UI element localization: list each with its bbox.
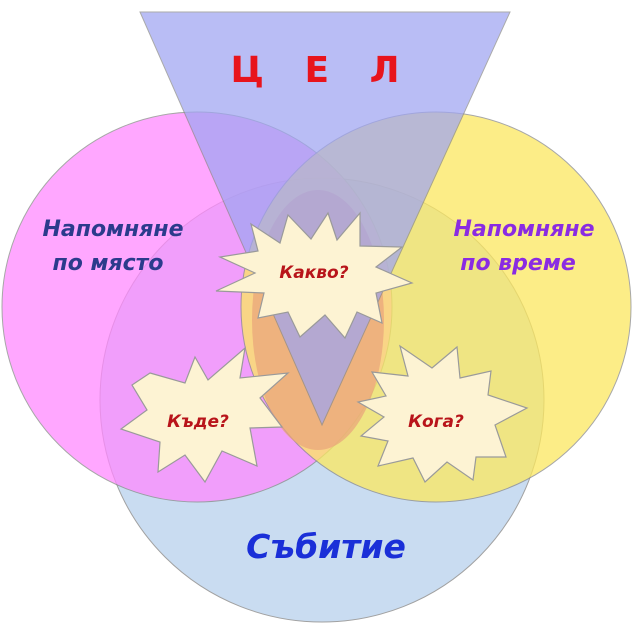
- time-reminder-line2: по време: [460, 251, 576, 276]
- place-reminder-line1: Напомняне: [42, 217, 183, 242]
- burst-when-label: Кога?: [408, 412, 464, 432]
- burst-what-label: Какво?: [279, 263, 348, 283]
- burst-where: [119, 346, 290, 484]
- goal-label: Ц Е Л: [231, 50, 414, 91]
- burst-what: [215, 211, 414, 340]
- place-reminder-line2: по място: [53, 251, 164, 276]
- burst-when: [356, 344, 529, 483]
- time-reminder-line1: Напомняне: [453, 217, 594, 242]
- burst-where-label: Къде?: [167, 412, 229, 432]
- event-label: Събитие: [246, 527, 406, 566]
